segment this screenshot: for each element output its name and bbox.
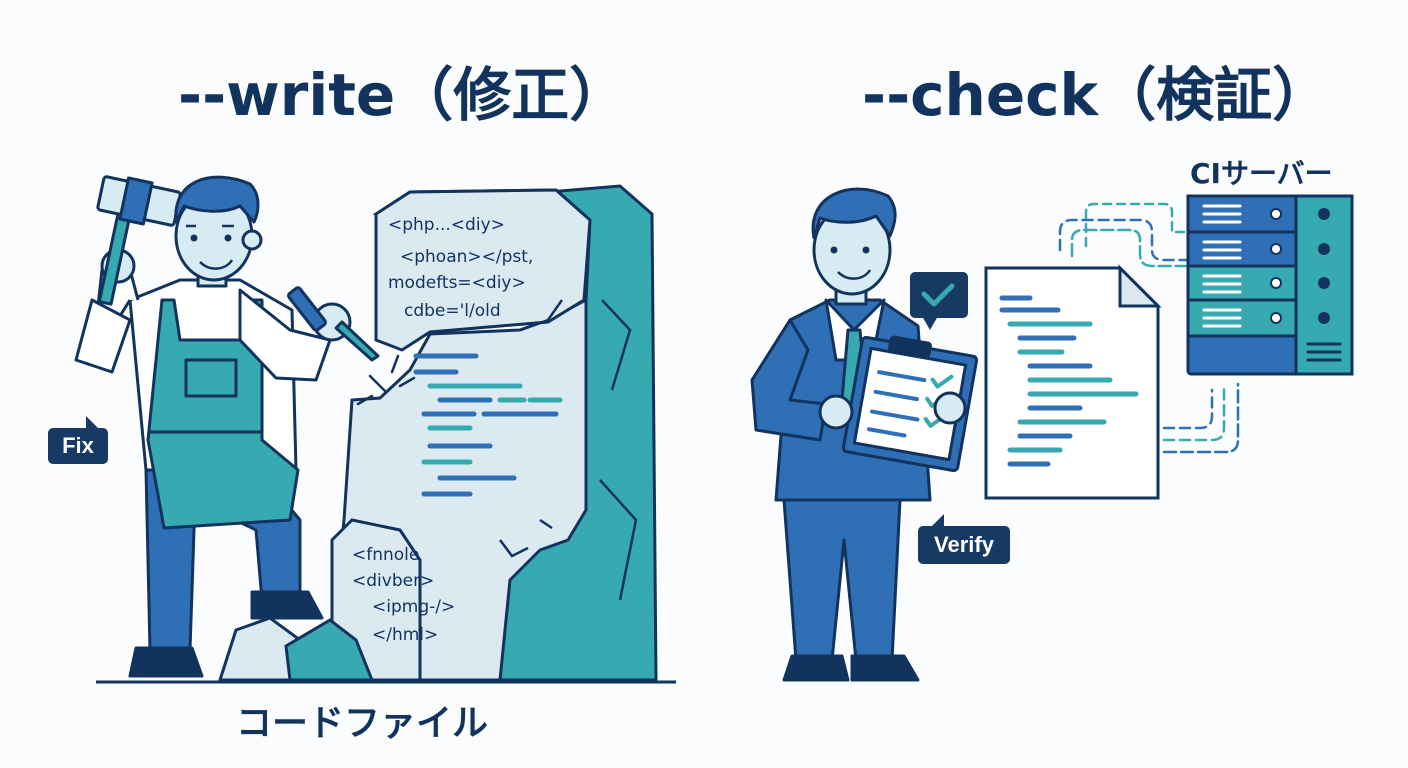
code-line: modefts=<diy> [388, 273, 526, 293]
fix-label: Fix [62, 433, 94, 458]
ci-server-label: CIサーバー [1190, 157, 1333, 190]
worker-figure [74, 175, 380, 678]
badge-tail [86, 416, 98, 428]
server-icon [1186, 194, 1354, 376]
write-title: --write（修正） [178, 61, 628, 129]
code-line: <phoan></pst, [400, 247, 533, 267]
clipboard-icon [841, 335, 979, 473]
fix-badge: Fix [48, 416, 108, 464]
code-line: <fnnole [352, 545, 419, 565]
code-stone-block: <php...<diy> <phoan></pst, modefts=<diy>… [217, 184, 658, 682]
code-line: cdbe='l/old [404, 301, 501, 321]
verify-badge: Verify [918, 514, 1010, 564]
connection-lines [1058, 202, 1240, 454]
chisel-icon [287, 286, 380, 362]
verify-label: Verify [934, 532, 994, 557]
code-line: </hml> [372, 625, 438, 645]
document-icon [984, 264, 1162, 500]
code-line: <divber> [352, 571, 434, 591]
hammer-icon [96, 175, 182, 306]
badge-tail [932, 514, 944, 526]
check-title: --check（検証） [862, 61, 1331, 129]
code-line: <php...<diy> [388, 215, 505, 235]
code-line: <ipmg-/> [372, 597, 455, 617]
code-file-label: コードファイル [236, 703, 489, 744]
checkmark-icon [910, 272, 968, 330]
checker-figure [750, 187, 979, 682]
